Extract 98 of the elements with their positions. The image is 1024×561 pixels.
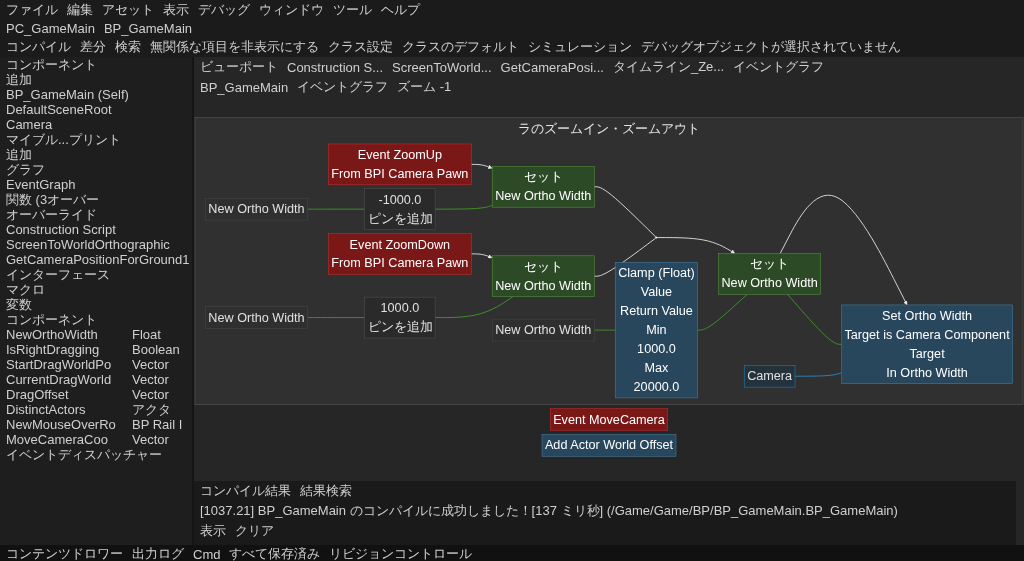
node-box: Event ZoomUp From BPI Camera Pawn [328,143,472,186]
node-box: Add Actor World Offset [541,434,677,457]
node-circle [655,236,658,239]
node-box: セット New Ortho Width [491,255,595,297]
node-box: 1000.0 ピンを追加 [364,296,436,339]
ui-label: Construction S... [287,59,384,75]
connector [787,293,843,345]
ui-label: MoveCameraCoo [5,432,109,447]
ui-label: グラフ [5,162,46,177]
ui-label: Vector [131,387,170,402]
ui-label: 表示 [200,522,226,540]
ui-label: BP_GameMain [103,21,193,36]
ui-label: コンテンツドロワー [6,545,123,561]
ui-label: Camera [5,117,54,132]
ui-label: 追加 [5,147,33,162]
ui-label: BP Rail I [131,417,184,432]
ui-label: Boolean [131,342,181,357]
node-box: New Ortho Width [205,306,308,329]
ui-label: GetCameraPositionForGround1 [5,252,191,267]
ui-label: 変数 [5,297,33,312]
ui-label: DefaultSceneRoot [5,102,113,117]
ui-label: オーバーライド [5,207,98,222]
ui-label: コンポーネント [5,312,98,327]
connector [434,296,514,318]
connector [307,208,366,210]
ui-label: イベントディスパッチャー [5,447,163,462]
ui-label: 無関係な項目を非表示にする [150,38,319,56]
ui-label: IsRightDragging [5,342,101,357]
ui-label: アセット [102,1,154,19]
ui-label: 出力ログ [132,545,184,561]
ui-label: イベントグラフ [297,78,389,96]
connector [794,372,843,377]
ui-label: ウィンドウ [259,1,324,19]
ui-label: ScreenToWorldOrthographic [5,237,171,252]
ui-label: Vector [131,372,170,387]
ui-label: すべて保存済み [229,545,321,561]
ui-label: クラスのデフォルト [402,38,519,56]
ui-label: PC_GameMain [6,21,95,36]
ui-label: ズーム -1 [397,78,452,96]
ui-label: リビジョンコントロール [329,545,473,561]
ui-label: GetCameraPosi... [500,59,604,75]
ui-label: BP_GameMain (Self) [5,87,130,102]
ui-label: ビューポート [200,58,278,76]
ui-label: 差分 [80,38,106,56]
ui-label: Float [131,327,162,342]
ui-label: イベントグラフ [733,58,825,76]
ui-label: 編集 [67,1,93,19]
node-box: Clamp (Float) Value Return Value Min 1000.0 Max 20000.0 [615,262,698,399]
ui-label: タイムライン_Ze... [612,58,725,76]
ui-label: EventGraph [5,177,77,192]
ui-label: クラス設定 [328,38,393,56]
node-box: セット New Ortho Width [718,253,821,295]
ui-label: デバッグオブジェクトが選択されていません [641,38,901,56]
ui-label: マクロ [5,282,46,297]
ui-label: Construction Script [5,222,117,237]
ui-label: クリア [235,522,274,540]
ui-label: ScreenToWorld... [392,59,492,75]
ui-label: Cmd [193,546,221,561]
connector [697,293,748,331]
ui-label: 関数 (3オーバー [5,192,101,207]
ui-label: Vector [131,432,170,447]
node-box: Set Ortho Width Target is Camera Component Target In Ortho Width [841,304,1013,384]
ui-label: コンパイル結果 [200,482,291,500]
connector [434,204,493,210]
ui-label: ツール [333,1,372,19]
ui-label: 検索 [115,38,141,56]
ui-label: 結果検索 [300,482,352,500]
ui-label: 追加 [5,72,33,87]
node-box: -1000.0 ピンを追加 [364,188,436,230]
connector [307,317,366,318]
ui-label: StartDragWorldPo [5,357,113,372]
node-box: Event ZoomDown From BPI Camera Pawn [328,233,472,275]
ui-label: 表示 [163,1,189,19]
ui-label: マイブル...プリント [5,132,122,147]
node-box: Event MoveCamera [549,408,669,431]
ui-label: CurrentDragWorld [5,372,113,387]
node-box: セット New Ortho Width [491,166,595,208]
connector [593,329,616,331]
ui-label: NewMouseOverRo [5,417,117,432]
ui-label: [1037.21] BP_GameMain のコンパイルに成功しました！[137 ミリ秒] (/Game/Game/BP/BP_GameMain.BP_GameMain) [200,502,898,520]
node-box: New Ortho Width [491,318,595,342]
ui-label: ファイル [6,1,58,19]
ui-label: NewOrthoWidth [5,327,99,342]
connector [593,186,657,238]
ui-label: シミュレーション [528,38,632,56]
ui-label: BP_GameMain [200,79,289,95]
node-box: Camera [743,365,796,388]
node-box: New Ortho Width [205,197,308,221]
connector [593,237,657,277]
ui-label: コンパイル [6,38,71,56]
ui-label: アクタ [131,402,172,417]
ui-label: DistinctActors [5,402,87,417]
ui-label: ヘルプ [381,1,420,19]
ui-label: Vector [131,357,170,372]
ui-label: DragOffset [5,387,70,402]
ui-label: インターフェース [5,267,111,282]
ui-label: コンポーネント [5,57,98,72]
ui-label: デバッグ [198,1,250,19]
